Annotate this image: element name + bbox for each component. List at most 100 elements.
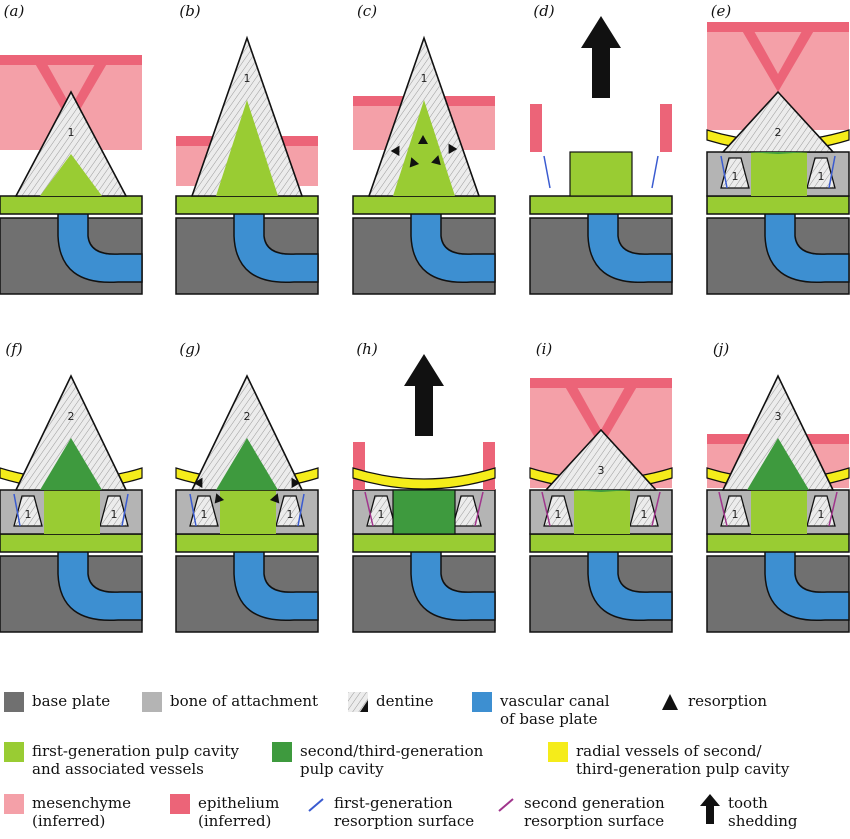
legend-vascular-canal: vascular canal of base plate [472, 692, 610, 728]
epithelium [530, 104, 542, 152]
first-gen-tooth-remnant [629, 495, 659, 527]
first-gen-pulp-cavity [751, 152, 807, 196]
epithelium-swatch [170, 794, 190, 814]
resorption-arrowhead [291, 477, 301, 488]
legend: base plate bone of attachment dentine va… [0, 686, 850, 839]
first-gen-resorption-line-icon [308, 798, 324, 812]
resorption-arrowhead [390, 145, 400, 156]
first-gen-tooth-remnant [720, 495, 750, 527]
first-gen-resorption-line [13, 493, 21, 527]
exposed-pulp [569, 151, 633, 197]
panel-label: (e) [711, 2, 732, 20]
tooth-number: 1 [287, 508, 294, 521]
tooth-number: 3 [775, 410, 782, 423]
resorption-arrowhead [418, 135, 428, 144]
second-gen-resorption-line [828, 491, 838, 527]
first-gen-pulp-band [352, 533, 496, 553]
legend-first-gen-resorption: first-generation resorption surface [306, 794, 474, 830]
panel-b: (b)1 [175, 2, 319, 295]
first-gen-tooth-remnant [99, 495, 129, 527]
first-gen-resorption-line [720, 155, 728, 189]
legend-base-plate: base plate [4, 692, 110, 712]
vascular-canal [410, 549, 496, 622]
bone-swatch [142, 692, 162, 712]
panel-label: (a) [4, 2, 25, 20]
epithelium [737, 22, 819, 92]
vascular-canal [587, 211, 673, 284]
pulp-cavity [747, 438, 809, 490]
first-gen-pulp-cavity [574, 490, 630, 534]
legend-label: vascular canal of base plate [500, 692, 610, 728]
tooth-shedding-arrow [404, 354, 444, 436]
vascular-canal [410, 211, 496, 284]
resorption-arrowhead-icon [662, 694, 678, 710]
first-gen-resorption-line [543, 155, 551, 189]
resorption-arrowhead [269, 493, 280, 504]
resorption-arrowhead [193, 477, 203, 488]
legend-label: epithelium (inferred) [198, 794, 280, 830]
first-gen-resorption-line [189, 493, 197, 527]
panel-label: (i) [536, 340, 553, 358]
epithelium [560, 378, 642, 448]
first-gen-pulp-band [0, 195, 143, 215]
legend-label: mesenchyme (inferred) [32, 794, 131, 830]
first-gen-tooth-remnant [543, 495, 573, 527]
epithelium [0, 55, 142, 65]
epithelium [660, 104, 672, 152]
first-gen-pulp-band [529, 195, 673, 215]
first-gen-tooth-remnant [452, 495, 482, 527]
exposed-pulp [392, 489, 456, 535]
epithelium [483, 442, 495, 490]
first-gen-resorption-line [297, 493, 305, 527]
mesenchyme-swatch [4, 794, 24, 814]
tooth-number: 1 [641, 508, 648, 521]
tooth-number: 1 [732, 508, 739, 521]
legend-label: second generation resorption surface [524, 794, 665, 830]
pulp-cavity [393, 100, 455, 196]
first-gen-tooth-remnant [189, 495, 219, 527]
panel-label: (f) [5, 340, 22, 358]
shedding-arrow-icon [700, 794, 720, 824]
tooth-number: 1 [732, 170, 739, 183]
legend-resorption: resorption [660, 692, 767, 712]
pulp-cavity [216, 438, 278, 490]
epithelium [707, 22, 849, 32]
first-gen-pulp-band [529, 533, 673, 553]
pulp-cavity [216, 100, 278, 196]
first-gen-tooth-remnant [366, 495, 396, 527]
tooth-number: 1 [25, 508, 32, 521]
first-gen-pulp-cavity [751, 490, 807, 534]
second-gen-pulp-swatch [272, 742, 292, 762]
epithelium [353, 442, 365, 490]
pulp-cavity [40, 154, 102, 196]
legend-label: dentine [376, 692, 434, 710]
legend-bone-of-attachment: bone of attachment [142, 692, 318, 712]
dentine-swatch [348, 692, 368, 712]
first-gen-resorption-line [651, 155, 659, 189]
panel-label: (h) [356, 340, 378, 358]
tooth-number: 3 [598, 464, 605, 477]
tooth-number: 2 [775, 126, 782, 139]
vascular-canal [233, 211, 319, 284]
first-gen-pulp-band [0, 533, 143, 553]
radial-vessels-swatch [548, 742, 568, 762]
epithelium [30, 55, 112, 125]
legend-second-gen-pulp: second/third-generation pulp cavity [272, 742, 483, 778]
vascular-canal [233, 549, 319, 622]
legend-label: tooth shedding [728, 794, 798, 830]
tooth-number: 1 [111, 508, 118, 521]
pulp-cavity [40, 438, 102, 490]
panel-label: (g) [179, 340, 200, 358]
first-gen-resorption-line [121, 493, 129, 527]
tooth-number: 2 [244, 410, 251, 423]
legend-dentine: dentine [348, 692, 434, 712]
tooth-number: 1 [244, 72, 251, 85]
base-plate-swatch [4, 692, 24, 712]
tooth-number: 1 [378, 508, 385, 521]
first-gen-pulp-band [175, 195, 319, 215]
resorption-arrowhead [431, 155, 441, 166]
first-gen-tooth-remnant [720, 157, 750, 189]
